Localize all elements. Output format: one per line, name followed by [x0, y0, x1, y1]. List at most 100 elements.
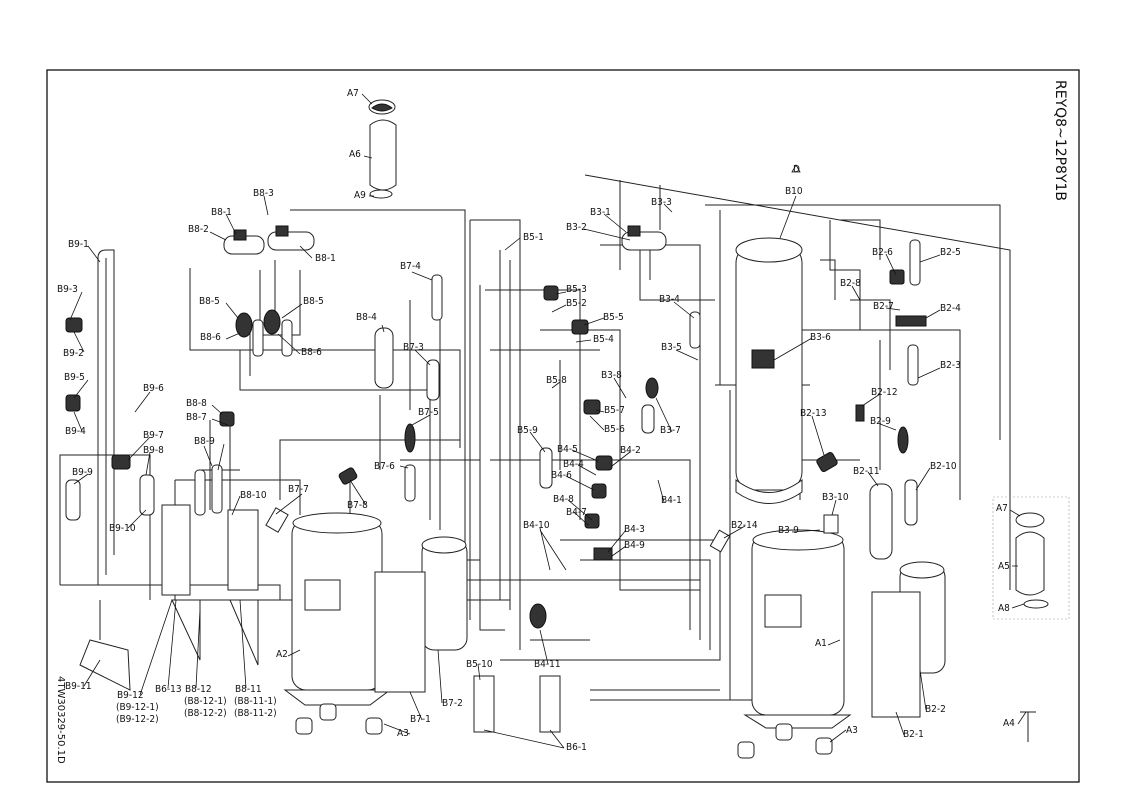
part-label-b2-5: B2-5	[940, 247, 961, 258]
part-label-b5-7: B5-7	[604, 405, 625, 416]
part-label-a5: A5	[998, 561, 1010, 572]
part-label-b8-5a: B8-5	[199, 296, 220, 307]
part-label-b8-11-1: (B8-11-1)	[234, 696, 277, 707]
part-label-b5-6: B5-6	[604, 424, 625, 435]
part-label-b4-11: B4-11	[534, 659, 561, 670]
part-label-b2-11: B2-11	[853, 466, 880, 477]
part-label-b7-7: B7-7	[288, 484, 309, 495]
part-label-b4-1: B4-1	[661, 495, 682, 506]
part-label-b2-13: B2-13	[800, 408, 827, 419]
part-label-b3-7: B3-7	[660, 425, 681, 436]
part-label-b7-2: B7-2	[442, 698, 463, 709]
part-label-a4: A4	[1003, 718, 1015, 729]
part-label-a1: A1	[815, 638, 827, 649]
part-label-b2-14: B2-14	[731, 520, 758, 531]
part-label-b7-3: B7-3	[403, 342, 424, 353]
part-label-b8-9: B8-9	[194, 436, 215, 447]
piping-network	[59, 174, 1011, 701]
part-label-b9-5: B9-5	[64, 372, 85, 383]
part-label-b8-1b: B8-1	[315, 253, 336, 264]
part-label-b9-3: B9-3	[57, 284, 78, 295]
part-label-b4-8: B4-8	[553, 494, 574, 505]
part-label-b8-12-2: (B8-12-2)	[184, 708, 227, 719]
part-label-b9-2: B9-2	[63, 348, 84, 359]
part-label-b9-4: B9-4	[65, 426, 86, 437]
part-label-b4-3: B4-3	[624, 524, 645, 535]
part-label-b3-10: B3-10	[822, 492, 849, 503]
part-label-b2-10: B2-10	[930, 461, 957, 472]
part-label-a8: A8	[998, 603, 1010, 614]
part-label-b8-7: B8-7	[186, 412, 207, 423]
part-label-b8-8: B8-8	[186, 398, 207, 409]
part-label-b2-3: B2-3	[940, 360, 961, 371]
part-label-a2: A2	[276, 649, 288, 660]
part-label-b9-12-1: (B9-12-1)	[116, 702, 159, 713]
part-label-b8-6b: B8-6	[301, 347, 322, 358]
part-label-b3-1: B3-1	[590, 207, 611, 218]
part-label-a3-right: A3	[846, 725, 858, 736]
part-label-b3-4: B3-4	[659, 294, 680, 305]
drawing-number: 4TW30329-50.1D	[55, 676, 66, 764]
part-label-b4-7: B4-7	[566, 507, 587, 518]
part-label-b8-3: B8-3	[253, 188, 274, 199]
part-label-b8-11-2: (B8-11-2)	[234, 708, 277, 719]
part-label-b4-9: B4-9	[624, 540, 645, 551]
part-label-b8-12: B8-12	[185, 684, 212, 695]
part-label-a6: A6	[349, 149, 361, 160]
part-label-b8-1a: B8-1	[211, 207, 232, 218]
part-label-b7-6: B7-6	[374, 461, 395, 472]
part-label-b4-5: B4-5	[557, 444, 578, 455]
part-label-b2-9: B2-9	[870, 416, 891, 427]
part-label-b8-2: B8-2	[188, 224, 209, 235]
part-label-b8-11: B8-11	[235, 684, 262, 695]
part-label-b8-5b: B8-5	[303, 296, 324, 307]
part-label-b4-4: B4-4	[563, 459, 584, 470]
part-label-b8-10: B8-10	[240, 490, 267, 501]
svg-text:D: D	[793, 164, 800, 175]
part-label-b2-4: B2-4	[940, 303, 961, 314]
part-label-a7-top: A7	[347, 88, 359, 99]
part-label-b3-8: B3-8	[601, 370, 622, 381]
part-label-b5-1: B5-1	[523, 232, 544, 243]
part-label-b10: B10	[785, 186, 803, 197]
part-label-b3-6: B3-6	[810, 332, 831, 343]
part-label-b3-3: B3-3	[651, 197, 672, 208]
part-label-b9-6: B9-6	[143, 383, 164, 394]
part-label-b2-8: B2-8	[840, 278, 861, 289]
part-label-b9-1: B9-1	[68, 239, 89, 250]
part-label-b5-9: B5-9	[517, 425, 538, 436]
part-label-b2-1: B2-1	[903, 729, 924, 740]
part-label-b6-1: B6-1	[566, 742, 587, 753]
part-label-a7-right: A7	[996, 503, 1008, 514]
part-label-b5-8: B5-8	[546, 375, 567, 386]
part-label-b8-4: B8-4	[356, 312, 377, 323]
part-label-b5-2: B5-2	[566, 298, 587, 309]
model-code: REYQ8~12P8Y1B	[1052, 80, 1068, 201]
part-label-b7-1: B7-1	[410, 714, 431, 725]
leader-lines	[69, 93, 1027, 749]
part-label-b4-2: B4-2	[620, 445, 641, 456]
part-label-b4-6: B4-6	[551, 470, 572, 481]
drawing-frame	[46, 69, 1080, 783]
part-label-b6-13: B6-13	[155, 684, 182, 695]
part-label-b4-10: B4-10	[523, 520, 550, 531]
part-label-b7-8: B7-8	[347, 500, 368, 511]
part-label-b9-10: B9-10	[109, 523, 136, 534]
part-label-b9-8: B9-8	[143, 445, 164, 456]
part-label-b8-6a: B8-6	[200, 332, 221, 343]
part-label-b3-9: B3-9	[778, 525, 799, 536]
part-label-b5-10: B5-10	[466, 659, 493, 670]
part-label-b9-12-2: (B9-12-2)	[116, 714, 159, 725]
part-label-b3-2: B3-2	[566, 222, 587, 233]
part-label-b3-5: B3-5	[661, 342, 682, 353]
part-label-b7-5: B7-5	[418, 407, 439, 418]
part-label-b9-7: B9-7	[143, 430, 164, 441]
revision-mark: D	[791, 164, 801, 175]
part-label-b5-5: B5-5	[603, 312, 624, 323]
part-label-b5-3: B5-3	[566, 284, 587, 295]
part-label-b5-4: B5-4	[593, 334, 614, 345]
part-label-b8-12-1: (B8-12-1)	[184, 696, 227, 707]
part-label-b2-6: B2-6	[872, 247, 893, 258]
